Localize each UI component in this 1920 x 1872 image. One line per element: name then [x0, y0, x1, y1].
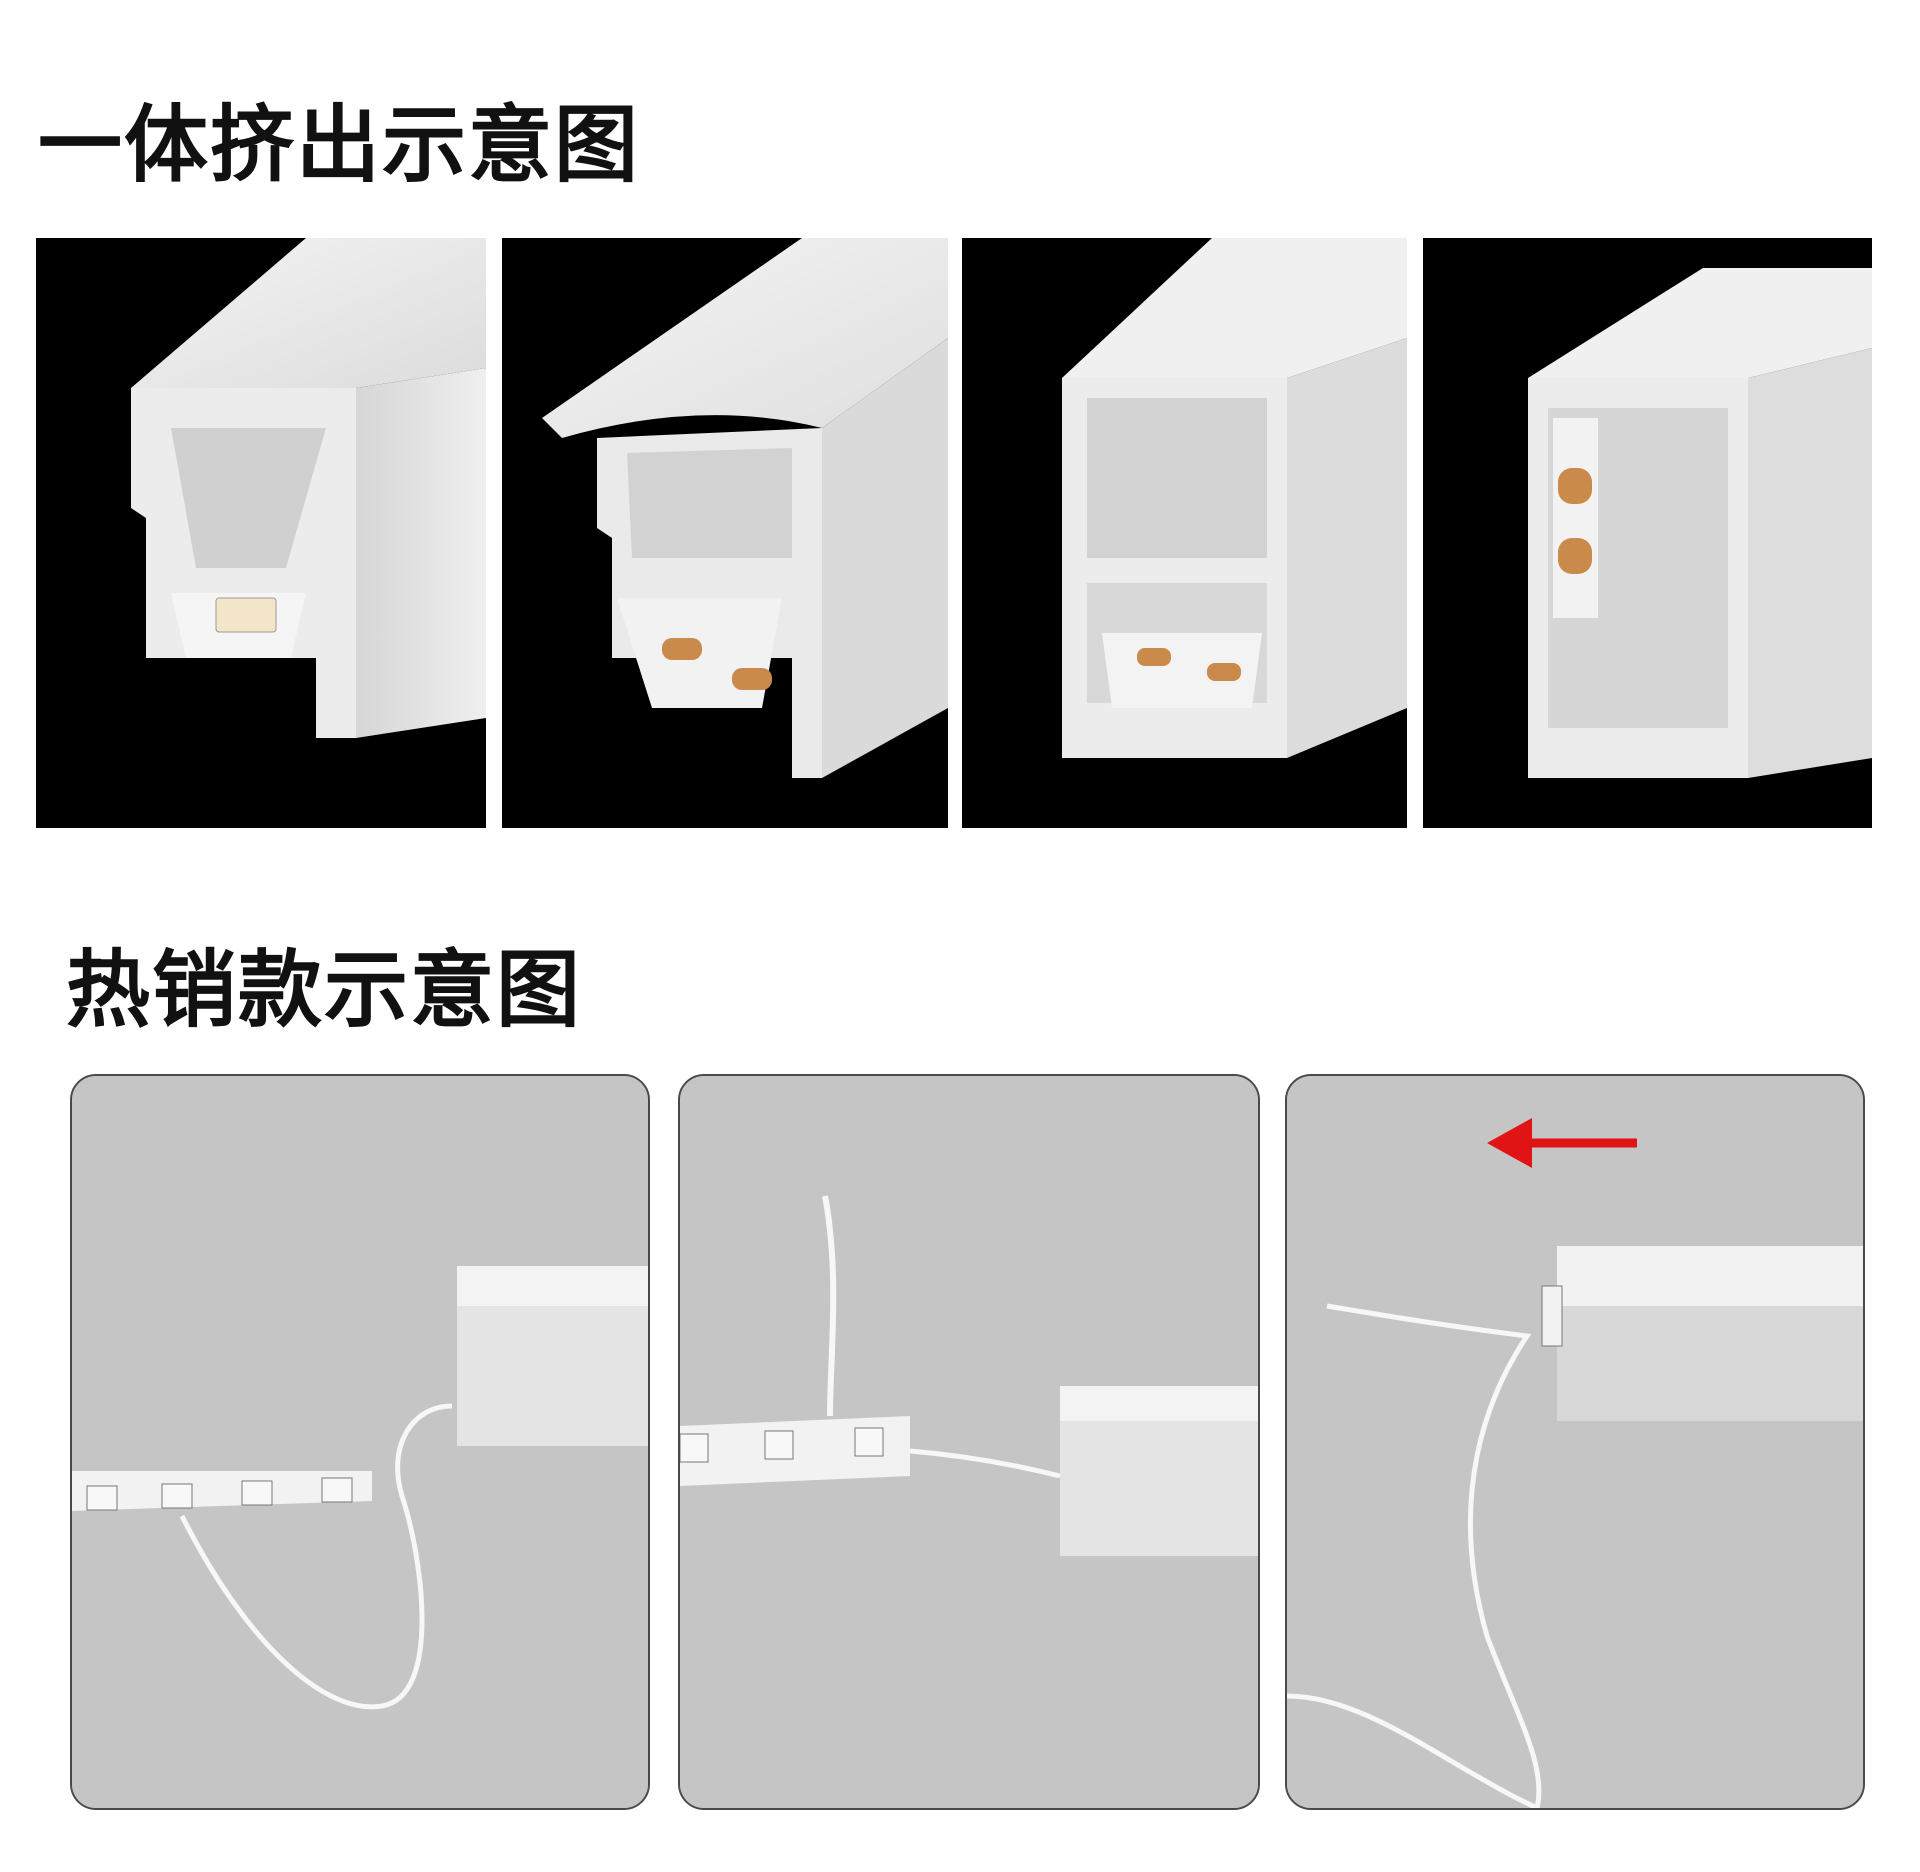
silicone-profile [1060, 1386, 1258, 1556]
profile-side-face [822, 338, 948, 778]
profile-channel [171, 428, 326, 568]
extrusion-profile-image-1 [36, 238, 486, 828]
solder-pad [662, 638, 702, 660]
extrusion-profile-image-4 [1423, 238, 1872, 828]
profile-top-face [457, 1266, 648, 1306]
left-arrow-icon [1487, 1118, 1637, 1168]
profile-top-face [1062, 238, 1407, 378]
profile-2-drawing [502, 238, 948, 828]
led-chip [321, 1477, 353, 1503]
profile-channel [627, 448, 792, 558]
profile-top-face [1557, 1246, 1863, 1306]
solder-pad [1137, 648, 1171, 666]
photo-2-drawing [680, 1076, 1258, 1808]
profile-side-face [1748, 348, 1872, 778]
profile-4-drawing [1423, 238, 1872, 828]
led-chip [215, 597, 277, 633]
photo-3-drawing [1287, 1076, 1863, 1808]
led-chip [680, 1433, 709, 1463]
pull-cord [179, 1403, 453, 1710]
profile-3-drawing [962, 238, 1407, 828]
led-chip [854, 1427, 884, 1457]
solder-pad [732, 668, 772, 690]
profile-1-drawing [36, 238, 486, 828]
led-chip [241, 1480, 273, 1506]
extrusion-profile-image-2 [502, 238, 948, 828]
led-chip [764, 1430, 794, 1460]
profile-top-face [1060, 1386, 1258, 1421]
pull-cord [1326, 1303, 1542, 1808]
profile-top-face [131, 238, 486, 388]
pull-cord [909, 1448, 1061, 1479]
photo-1-drawing [72, 1076, 648, 1808]
led-strip [72, 1471, 372, 1511]
solder-pad [1558, 538, 1592, 574]
led-strip-end [1541, 1285, 1563, 1347]
silicone-profile [457, 1266, 648, 1446]
profile-top-flange [542, 238, 948, 438]
led-strip [680, 1416, 910, 1486]
pull-cord [822, 1195, 837, 1417]
hot-sale-section-title: 热销款示意图 [66, 941, 583, 1039]
hot-sale-photo-3 [1285, 1074, 1865, 1810]
led-strip-vertical [1553, 418, 1598, 618]
profile-top-face [1528, 268, 1872, 378]
solder-pad [1558, 468, 1592, 504]
hot-sale-photo-1 [70, 1074, 650, 1810]
pull-cord [1287, 1693, 1539, 1808]
solder-pad [1207, 663, 1241, 681]
extrusion-profile-image-3 [962, 238, 1407, 828]
hot-sale-photo-2 [678, 1074, 1260, 1810]
profile-side-face [1287, 338, 1407, 758]
led-chip [161, 1483, 193, 1509]
profile-side-face [356, 368, 486, 738]
led-chip [86, 1485, 118, 1511]
profile-upper-chamber [1087, 398, 1267, 558]
extrusion-section-title: 一体挤出示意图 [38, 96, 641, 194]
